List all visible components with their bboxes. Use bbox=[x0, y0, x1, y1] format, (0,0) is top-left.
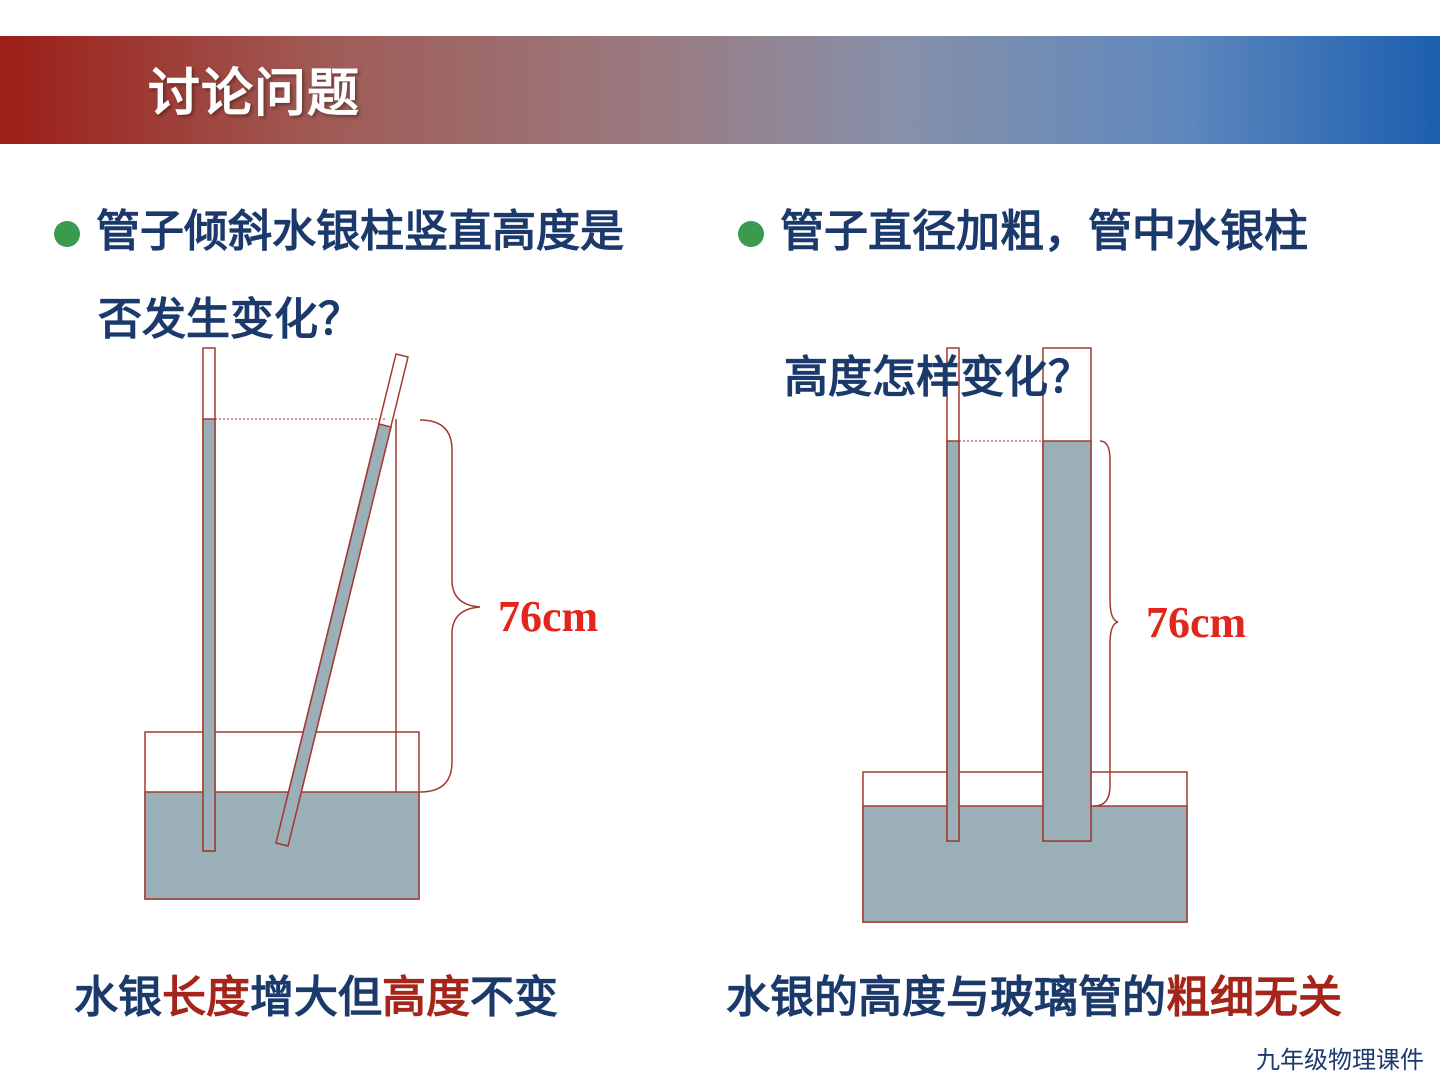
left-height-label: 76cm bbox=[498, 592, 599, 641]
right-answer: 水银的高度与玻璃管的粗细无关 bbox=[726, 970, 1342, 1026]
left-measure-brace bbox=[419, 419, 481, 793]
right-height-label: 76cm bbox=[1146, 598, 1247, 647]
slide-title: 讨论问题 bbox=[148, 63, 361, 124]
right-thick-tube-mercury bbox=[1042, 440, 1092, 842]
right-diagram bbox=[862, 347, 1188, 923]
title-banner bbox=[0, 36, 1440, 144]
left-answer: 水银长度增大但高度不变 bbox=[74, 970, 558, 1026]
bullet-dot-right bbox=[738, 221, 764, 247]
right-question-line1: 管子直径加粗，管中水银柱 bbox=[780, 206, 1308, 257]
left-question-line1: 管子倾斜水银柱竖直高度是 bbox=[96, 206, 624, 257]
bullet-dot-left bbox=[54, 221, 80, 247]
right-thin-tube-mercury bbox=[946, 440, 960, 842]
left-vertical-tube-mercury bbox=[202, 418, 216, 852]
right-answer-part2: 粗细无关 bbox=[1166, 972, 1342, 1023]
left-answer-part1: 水银 bbox=[74, 972, 162, 1023]
left-answer-part4: 高度 bbox=[382, 972, 470, 1023]
left-answer-part2: 长度 bbox=[162, 972, 250, 1023]
left-tilted-tube-mercury bbox=[275, 423, 392, 847]
left-trough-mercury bbox=[144, 791, 420, 900]
left-answer-part5: 不变 bbox=[470, 972, 558, 1023]
left-diagram bbox=[144, 347, 481, 900]
right-answer-part1: 水银的高度与玻璃管的 bbox=[726, 972, 1166, 1023]
right-question-line2: 高度怎样变化？ bbox=[784, 352, 1092, 403]
right-measure-brace bbox=[1093, 440, 1119, 807]
right-trough-mercury bbox=[862, 805, 1188, 923]
left-question-line2: 否发生变化？ bbox=[98, 294, 362, 345]
footer-course-label: 九年级物理课件 bbox=[1256, 1046, 1424, 1074]
left-answer-part3: 增大但 bbox=[250, 972, 382, 1023]
